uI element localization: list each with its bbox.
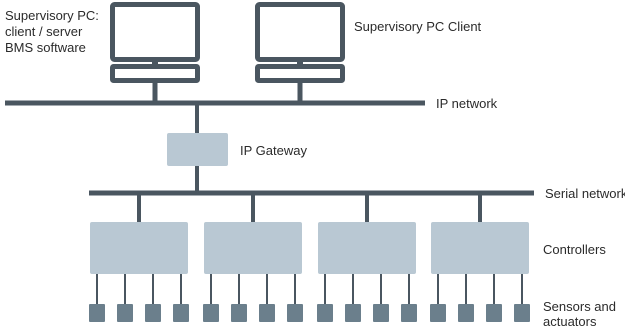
controllers-label: Controllers (543, 242, 606, 257)
supervisory-pc-label-line3: BMS software (5, 40, 86, 55)
sensor-actuator-box-4-2 (458, 304, 474, 322)
sensor-actuator-box-3-2 (345, 304, 361, 322)
sensor-actuator-box-2-1 (203, 304, 219, 322)
sensors-label-line2: actuators (543, 314, 597, 329)
supervisory-pc-client-label: Supervisory PC Client (354, 19, 482, 34)
ip-network-label: IP network (436, 96, 498, 111)
sensor-actuator-box-1-2 (117, 304, 133, 322)
sensors-label-line1: Sensors and (543, 299, 616, 314)
sensor-actuator-box-1-1 (89, 304, 105, 322)
ip-gateway-label: IP Gateway (240, 143, 307, 158)
supervisory-pc-label-line1: Supervisory PC: (5, 8, 99, 23)
sensor-actuator-box-1-4 (173, 304, 189, 322)
sensor-actuator-box-2-4 (287, 304, 303, 322)
serial-network-label: Serial network (545, 186, 625, 201)
controller-box-4 (431, 222, 529, 274)
supervisory-pc-icon (110, 2, 200, 101)
sensor-actuator-box-4-3 (486, 304, 502, 322)
sensor-actuator-box-3-3 (373, 304, 389, 322)
sensor-actuator-box-3-1 (317, 304, 333, 322)
controller-box-1 (90, 222, 188, 274)
sensor-actuator-box-1-3 (145, 304, 161, 322)
controllers-group (89, 195, 530, 322)
sensor-actuator-box-3-4 (401, 304, 417, 322)
sensor-actuator-box-2-3 (259, 304, 275, 322)
ip-gateway-box (167, 133, 228, 166)
controller-box-3 (318, 222, 416, 274)
supervisory-pc-label-line2: client / server (5, 24, 83, 39)
sensor-actuator-box-4-4 (514, 304, 530, 322)
controller-box-2 (204, 222, 302, 274)
sensor-actuator-box-2-2 (231, 304, 247, 322)
supervisory-pc-client-icon (255, 2, 345, 101)
sensor-actuator-box-4-1 (430, 304, 446, 322)
